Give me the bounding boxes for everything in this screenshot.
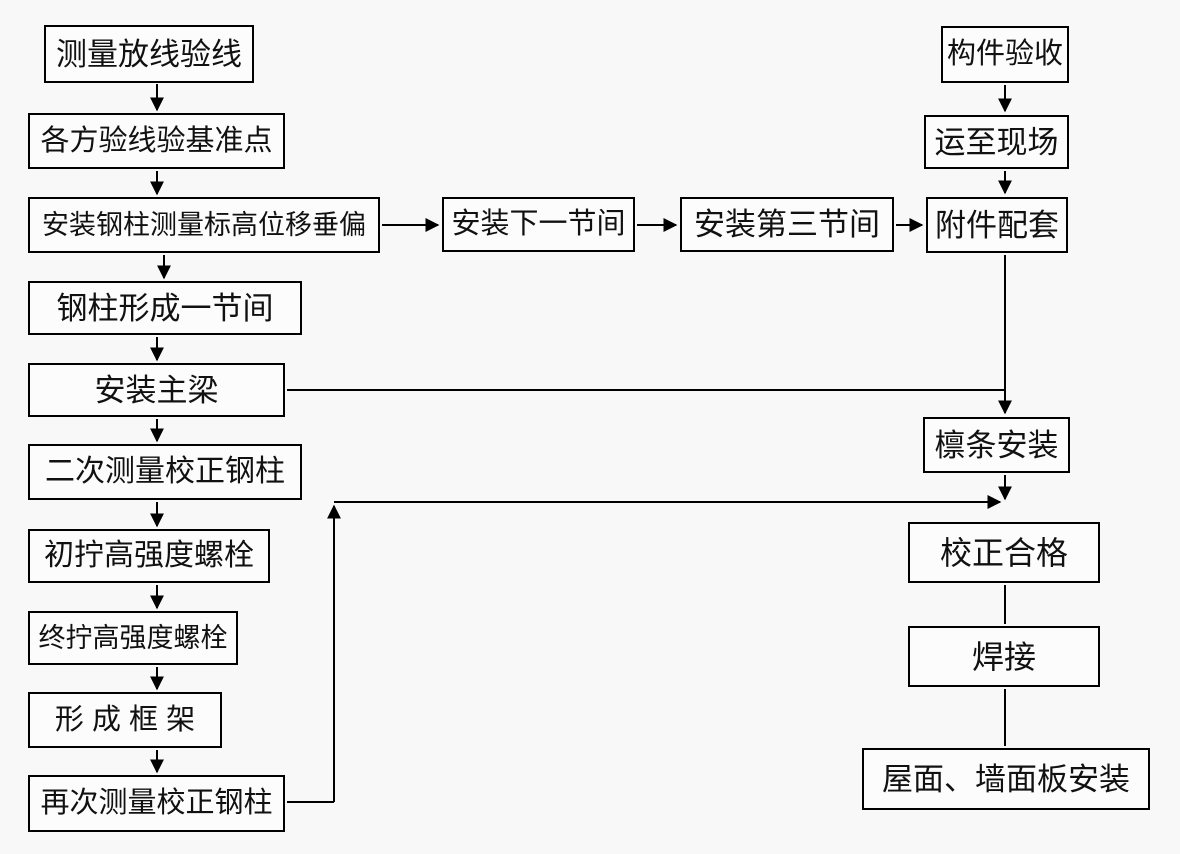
node-second-survey-correction: 二次测量校正钢柱 (28, 444, 302, 500)
node-correction-qualified: 校正合格 (908, 522, 1100, 583)
node-transport-to-site: 运至现场 (924, 115, 1069, 169)
node-purlin-installation: 檩条安装 (923, 417, 1070, 473)
node-install-third-bay: 安装第三节间 (680, 197, 894, 252)
node-roof-wall-panel-installation: 屋面、墙面板安装 (862, 748, 1150, 810)
node-frame-formed: 形 成 框 架 (28, 692, 222, 748)
node-install-main-beam: 安装主梁 (28, 363, 285, 417)
node-final-bolt-tightening: 终拧高强度螺栓 (28, 611, 238, 665)
node-initial-bolt-tightening: 初拧高强度螺栓 (28, 529, 270, 583)
node-re-survey-correction: 再次测量校正钢柱 (28, 775, 285, 832)
node-welding: 焊接 (908, 626, 1100, 687)
node-install-steel-column-survey: 安装钢柱测量标高位移垂偏 (28, 197, 380, 253)
node-install-next-bay: 安装下一节间 (442, 197, 635, 252)
node-accessory-matching: 附件配套 (926, 197, 1068, 253)
node-verify-benchmarks: 各方验线验基准点 (28, 113, 285, 169)
node-survey-setting-out: 测量放线验线 (44, 25, 254, 83)
node-column-forms-bay: 钢柱形成一节间 (28, 281, 302, 335)
node-component-acceptance: 构件验收 (941, 26, 1069, 83)
